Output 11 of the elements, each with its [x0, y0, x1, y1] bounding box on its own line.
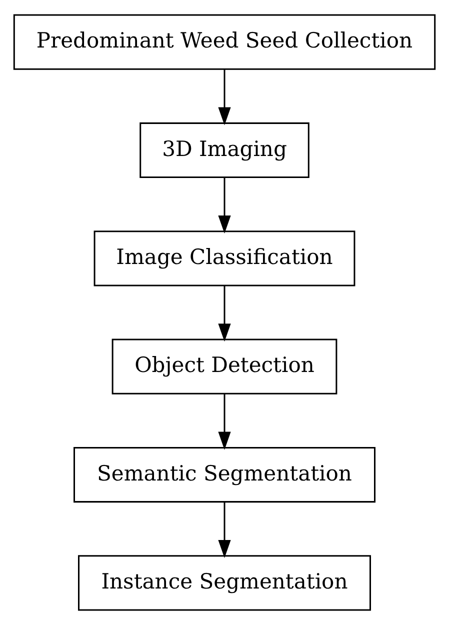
node-box: Semantic Segmentation	[74, 446, 376, 502]
arrow	[218, 177, 231, 233]
arrow	[218, 502, 231, 558]
arrow	[218, 285, 231, 342]
node-box: 3D Imaging	[140, 122, 310, 178]
node-box: Image Classification	[94, 230, 356, 286]
arrow	[218, 69, 231, 125]
node-box: Instance Segmentation	[78, 554, 371, 610]
node-box: Object Detection	[112, 338, 338, 394]
arrow	[218, 394, 231, 450]
node-box: Predominant Weed Seed Collection	[13, 14, 436, 70]
